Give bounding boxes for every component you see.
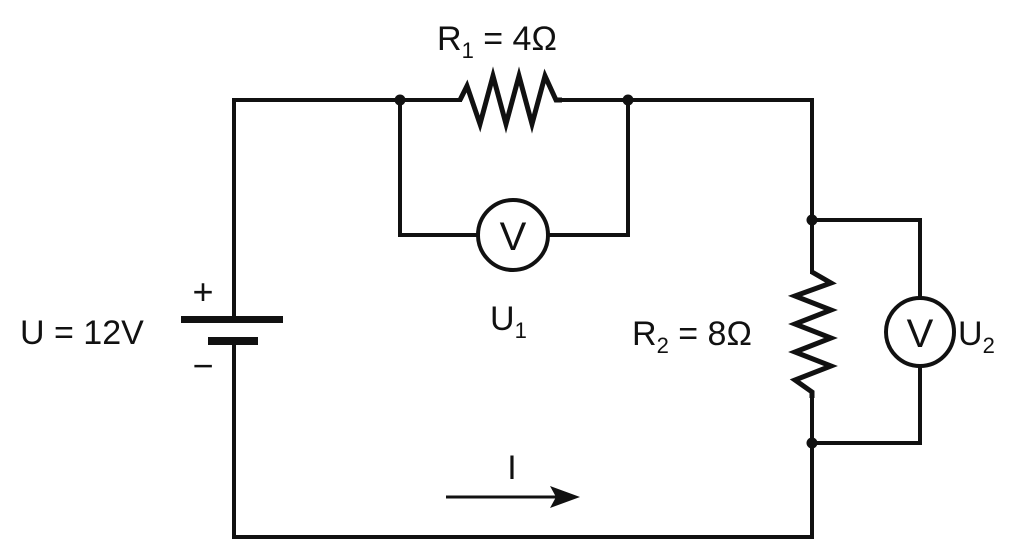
junction-node-r1-right <box>622 94 634 106</box>
battery-voltage-label: U = 12V <box>20 314 144 352</box>
wire-v2-branch-bottom <box>810 366 922 445</box>
resistor-r1-name: R <box>437 20 462 58</box>
current-arrow <box>446 486 580 508</box>
voltmeter-2-label-main: U <box>958 315 983 353</box>
voltmeter-1-label-subscript: 1 <box>515 318 527 343</box>
resistor-r2 <box>787 269 838 398</box>
resistor-r1 <box>457 66 562 134</box>
wire-v1-branch-right <box>547 98 630 237</box>
resistor-r2-subscript: 2 <box>657 333 669 358</box>
junction-node-r1-left <box>394 94 406 106</box>
wire-v2-branch <box>810 218 922 298</box>
battery-short-plate <box>208 337 258 345</box>
battery-symbol <box>181 316 283 345</box>
voltmeter-1-label-main: U <box>490 300 515 338</box>
resistor-r1-label: R1 = 4Ω <box>437 20 557 63</box>
voltmeter-1-symbol: V <box>500 215 527 259</box>
resistor-r2-value: = 8Ω <box>669 315 752 353</box>
voltmeter-1: V <box>476 198 550 272</box>
voltmeter-2-label-subscript: 2 <box>983 333 995 358</box>
resistor-r1-subscript: 1 <box>462 38 474 63</box>
junction-node-r2-bottom <box>806 437 818 449</box>
wire-v1-branch <box>398 98 479 237</box>
resistor-r1-value: = 4Ω <box>474 20 557 58</box>
battery-minus-sign: − <box>192 345 213 386</box>
voltmeter-2-label: U2 <box>958 315 995 358</box>
battery-plus-sign: + <box>192 271 213 312</box>
voltmeter-2-symbol: V <box>907 312 934 356</box>
current-arrow-head <box>550 486 580 508</box>
voltmeter-2-circle <box>884 296 956 368</box>
current-label: I <box>507 449 516 487</box>
battery-long-plate <box>181 316 283 323</box>
junction-node-r2-top <box>806 214 818 226</box>
voltmeter-2: V <box>884 296 956 368</box>
resistor-r2-name: R <box>632 315 657 353</box>
resistor-r2-label: R2 = 8Ω <box>632 315 752 358</box>
voltmeter-1-label: U1 <box>490 300 527 343</box>
voltmeter-1-circle <box>476 198 550 272</box>
